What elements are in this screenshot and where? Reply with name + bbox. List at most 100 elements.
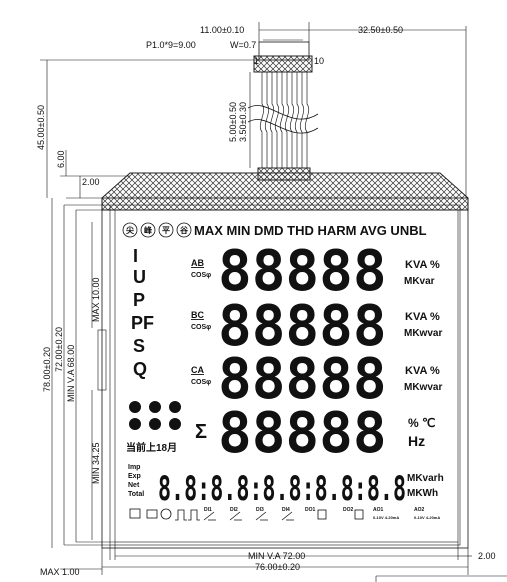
clock-icon	[160, 508, 172, 520]
peak-high-icon: 峰	[140, 222, 156, 238]
dimension-lines: 11.00±0.10 32.50±0.50 P1.0*9=9.00 W=0.7 …	[36, 22, 507, 582]
left-labels: I U P PF S Q	[131, 246, 154, 379]
di3-switch-icon	[255, 511, 268, 521]
svg-text:Total: Total	[128, 491, 144, 498]
svg-text:AO1: AO1	[373, 507, 384, 513]
valley-icon: 谷	[176, 222, 192, 238]
digits-row-4: 88888	[218, 401, 387, 466]
svg-text:DI4: DI4	[282, 507, 290, 513]
dim-right-offset: 32.50±0.50	[358, 25, 403, 35]
dim-view-height: MIN V.A 68.00	[66, 345, 76, 402]
phase-rows: AB COSφ 88888 KVA % MKvar BC COSφ 88888 …	[191, 239, 442, 412]
label-pf: PF	[131, 313, 154, 333]
dim-max-1: MAX 1.00	[40, 567, 80, 577]
svg-text:AO2: AO2	[414, 507, 425, 513]
svg-text:DI1: DI1	[204, 507, 212, 513]
do2-icon	[354, 509, 364, 520]
dim-tail-length: 45.00±0.50	[36, 105, 46, 150]
svg-text:Imp: Imp	[128, 464, 140, 471]
label-i: I	[133, 246, 138, 266]
unit-kva-1: KVA %	[405, 259, 440, 271]
svg-text:0-10V 4-20mA: 0-10V 4-20mA	[373, 515, 399, 520]
dim-max-10: MAX 10.00	[91, 277, 101, 322]
di2-switch-icon	[229, 511, 242, 521]
label-p: P	[133, 290, 145, 310]
digits-row-1: 88888	[218, 239, 387, 304]
flat-icon: 平	[158, 222, 174, 238]
unit-kva-2: KVA %	[405, 311, 440, 323]
dim-stiffener-b: 3.50±0.30	[238, 102, 248, 142]
dim-bottom-right: 2.00	[478, 551, 496, 561]
unit-kva-3: KVA %	[405, 365, 440, 377]
fpc-conductor	[284, 72, 290, 168]
do1-icon	[317, 509, 327, 520]
dim-min-34: MIN 34.25	[91, 442, 101, 484]
fpc-conductor	[274, 72, 280, 168]
svg-text:Exp: Exp	[128, 473, 141, 480]
cos-ca: COSφ	[191, 379, 211, 386]
label-q: Q	[133, 359, 147, 379]
fpc-conductor	[264, 72, 270, 168]
unit-percent-celsius: % ℃	[408, 416, 435, 430]
pin-1: 1	[254, 56, 259, 66]
unit-mk-3: MKwvar	[404, 382, 442, 393]
peak-icon: 尖	[122, 222, 138, 238]
fpc-conductor	[259, 72, 265, 168]
dim-total-width: 76.00±0.20	[255, 562, 300, 572]
phase-ab: AB	[191, 258, 204, 268]
unit-mk-2: MKwvar	[404, 328, 442, 339]
sigma: Σ	[195, 421, 207, 443]
di4-switch-icon	[281, 511, 294, 521]
pulse-icon-2	[188, 509, 200, 521]
phase-bc: BC	[191, 310, 204, 320]
fpc-conductor	[294, 72, 300, 168]
dots-grid	[129, 401, 181, 430]
dim-fpc-width: 11.00±0.10	[200, 25, 244, 35]
svg-text:DI2: DI2	[230, 507, 238, 513]
cos-ab: COSφ	[191, 272, 211, 279]
phase-ca: CA	[191, 365, 204, 375]
unit-mkwh: MKWh	[407, 488, 438, 499]
svg-text:DI3: DI3	[256, 507, 264, 513]
fpc-conductor	[289, 72, 295, 168]
alarm-icon	[146, 509, 158, 519]
bottom-icons: DI1 DI2 DI3 DI4 DO1 DO2 AO1 0-10V 4-20mA…	[129, 507, 440, 521]
dim-view-width: MIN V.A 72.00	[248, 551, 305, 561]
fpc-conductor	[269, 72, 275, 168]
dim-frame-top: 2.00	[82, 177, 100, 187]
digits-row-2: 88888	[218, 294, 387, 359]
cos-bc: COSφ	[191, 324, 211, 331]
status-row: MAX MIN DMD THD HARM AVG UNBL	[194, 223, 427, 238]
fpc-conductor	[304, 72, 310, 168]
svg-text:谷: 谷	[179, 225, 189, 235]
di1-switch-icon	[203, 511, 216, 521]
svg-text:尖: 尖	[126, 225, 134, 235]
svg-text:Net: Net	[128, 482, 140, 489]
unit-mkvarh: MKvarh	[407, 473, 444, 484]
dim-pitch: P1.0*9=9.00	[146, 40, 196, 50]
svg-text:0-10V 4-20mA: 0-10V 4-20mA	[414, 515, 440, 520]
dim-total-height: 78.00±0.20	[42, 347, 52, 392]
digits-row-3: 88888	[218, 347, 387, 412]
label-u: U	[133, 267, 146, 287]
pin-10: 10	[314, 56, 324, 66]
fpc-conductor	[279, 72, 285, 168]
dim-glass-height: 72.00±0.20	[54, 327, 64, 372]
energy-labels: Imp Exp Net Total	[128, 464, 144, 498]
month-label: 当前上18月	[126, 441, 177, 454]
dim-top-gap: 6.00	[56, 150, 66, 168]
energy-digits: 8.8:8.8:8.8:8.8:8.8	[158, 469, 406, 509]
dim-pin-width: W=0.7	[230, 40, 256, 50]
svg-text:平: 平	[162, 226, 170, 235]
svg-text:DO1: DO1	[305, 507, 316, 513]
pulse-icon-1	[175, 509, 187, 521]
svg-text:峰: 峰	[144, 225, 152, 235]
unit-mk-1: MKvar	[404, 276, 435, 287]
unit-hz: Hz	[408, 433, 425, 449]
comm-icon	[129, 508, 141, 519]
glass-outline	[101, 197, 469, 549]
fpc-conductor	[299, 72, 305, 168]
dim-stiffener-a: 5.00±0.50	[228, 102, 238, 142]
